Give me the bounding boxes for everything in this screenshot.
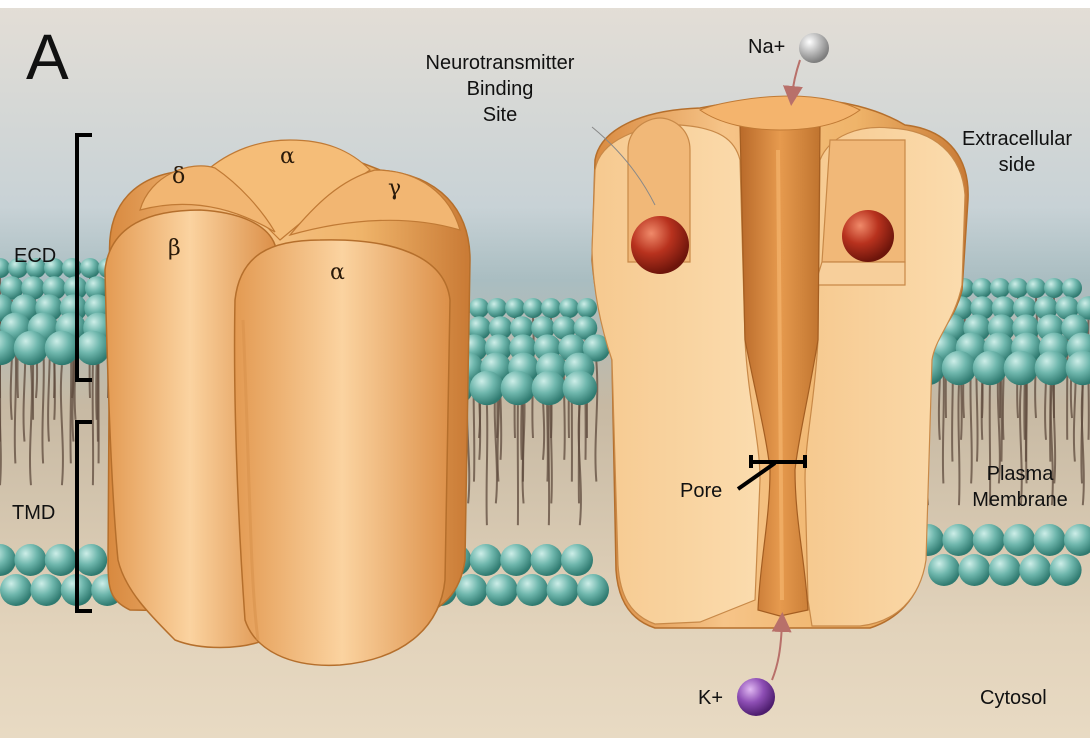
- lipid-head: [470, 371, 504, 405]
- lipid-head: [500, 544, 532, 576]
- lipid-head: [942, 351, 976, 385]
- lipid-tail: [93, 365, 94, 485]
- extracellular-line-1: Extracellular: [942, 126, 1090, 152]
- binding-site-line-3: Site: [410, 102, 590, 128]
- ligand-right: [842, 210, 894, 262]
- plasma-membrane-label: Plasma Membrane: [950, 461, 1090, 513]
- lipid-head: [1008, 278, 1028, 298]
- binding-site-label: Neurotransmitter Binding Site: [410, 50, 590, 128]
- potassium-ion: [737, 678, 775, 716]
- lipid-head: [1026, 278, 1046, 298]
- lipid-head: [1003, 524, 1035, 556]
- lipid-head: [1034, 524, 1066, 556]
- subunit-gamma: γ: [388, 176, 401, 201]
- lipid-head: [577, 574, 609, 606]
- lipid-head: [469, 298, 489, 318]
- lipid-head: [1035, 351, 1069, 385]
- subunit-alpha-front: α: [330, 260, 345, 285]
- binding-site-line-1: Neurotransmitter: [410, 50, 590, 76]
- lipid-head: [80, 258, 100, 278]
- subunit-beta: β: [168, 236, 181, 261]
- lipid-head: [45, 544, 77, 576]
- lipid-head: [76, 331, 110, 365]
- lipid-head: [516, 574, 548, 606]
- lipid-head: [563, 371, 597, 405]
- sodium-ion: [799, 33, 829, 63]
- lipid-tail: [943, 363, 944, 483]
- extracellular-label: Extracellular side: [942, 126, 1090, 178]
- lipid-head: [989, 554, 1021, 586]
- lipid-head: [559, 298, 579, 318]
- lipid-tail: [487, 405, 488, 525]
- lipid-head: [541, 298, 561, 318]
- pore-label: Pore: [680, 478, 722, 504]
- lipid-head: [14, 544, 46, 576]
- lipid-tail: [549, 405, 550, 525]
- lipid-head: [547, 574, 579, 606]
- extracellular-line-2: side: [942, 152, 1090, 178]
- ligand-left: [631, 216, 689, 274]
- lipid-head: [1062, 278, 1082, 298]
- top-margin: [0, 0, 1090, 8]
- lipid-head: [501, 371, 535, 405]
- subunit-alpha-top: α: [280, 144, 295, 169]
- cytosol-label: Cytosol: [980, 685, 1047, 711]
- lipid-head: [577, 298, 597, 318]
- lipid-head: [531, 544, 563, 576]
- lipid-head: [973, 524, 1005, 556]
- lipid-head: [505, 298, 525, 318]
- lipid-head: [487, 298, 507, 318]
- lipid-head: [486, 574, 518, 606]
- receptor-exterior: [105, 140, 470, 665]
- lipid-head: [928, 554, 960, 586]
- lipid-head: [0, 574, 32, 606]
- lipid-head: [75, 544, 107, 576]
- panel-letter: A: [26, 22, 69, 92]
- ecd-label: ECD: [14, 243, 56, 269]
- lipid-head: [942, 524, 974, 556]
- lipid-head: [1044, 278, 1064, 298]
- lipid-head: [470, 544, 502, 576]
- lipid-head: [1050, 554, 1082, 586]
- lipid-head: [523, 298, 543, 318]
- tmd-label: TMD: [12, 500, 55, 526]
- potassium-label: K+: [698, 685, 723, 711]
- lipid-head: [532, 371, 566, 405]
- lipid-head: [972, 278, 992, 298]
- lipid-head: [958, 554, 990, 586]
- lipid-head: [30, 574, 62, 606]
- lipid-head: [561, 544, 593, 576]
- binding-site-line-2: Binding: [410, 76, 590, 102]
- lipid-head: [45, 331, 79, 365]
- plasma-membrane-line-1: Plasma: [950, 461, 1090, 487]
- lipid-head: [1004, 351, 1038, 385]
- subunit-delta: δ: [172, 164, 185, 189]
- lipid-head: [973, 351, 1007, 385]
- lipid-head: [14, 331, 48, 365]
- plasma-membrane-line-2: Membrane: [950, 487, 1090, 513]
- receptor-cutaway: [592, 96, 968, 628]
- sodium-label: Na+: [748, 34, 785, 60]
- lipid-head: [990, 278, 1010, 298]
- lipid-head: [1019, 554, 1051, 586]
